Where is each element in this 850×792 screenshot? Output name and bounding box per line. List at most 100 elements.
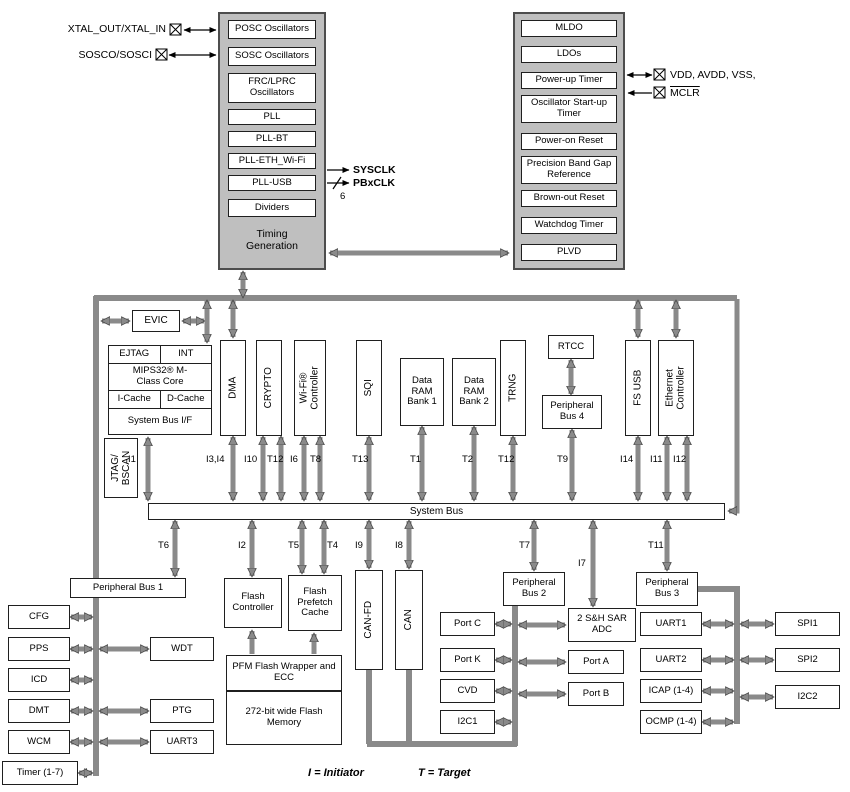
box-uart1: UART1 [640,612,702,636]
mips-core-label: MIPS32® M-Class Core [132,364,188,387]
module-pll-usb: PLL-USB [228,175,316,191]
sosc-pin-label: SOSCO/SOSCI [78,49,152,61]
box-system-bus-if: System Bus I/F [127,414,193,426]
module-pll: PLL [228,109,316,125]
box-port-k: Port K [440,648,495,672]
box-crypto: CRYPTO [256,340,282,436]
tag-i2: I2 [238,540,246,551]
xtal-pin-label: XTAL_OUT/XTAL_IN [67,23,166,35]
box-flash-controller: Flash Controller [224,578,282,628]
legend-initiator: I = Initiator [308,767,364,779]
box-flash-memory: 272-bit wide Flash Memory [226,691,342,745]
box-dcache: D-Cache [167,392,205,404]
mips-core-block: EJTAG INT MIPS32® M-Class Core I-Cache D… [108,345,212,435]
box-trng: TRNG [500,340,526,436]
box-wifi-controller: Wi-Fi® Controller [294,340,326,436]
box-cvd: CVD [440,679,495,703]
module-ldos: LDOs [521,46,617,63]
box-timer-1-7: Timer (1-7) [2,761,78,785]
tag-t6: T6 [158,540,170,551]
pbxclk-label: PBxCLK [353,177,396,189]
box-icd: ICD [8,668,70,692]
tag-i6: I6 [290,454,298,465]
box-ptg: PTG [150,699,214,723]
module-osc-startup-timer: Oscillator Start-up Timer [521,95,617,123]
tag-i9: I9 [355,540,363,551]
box-wdt: WDT [150,637,214,661]
box-uart2: UART2 [640,648,702,672]
box-pfm-flash-wrapper: PFM Flash Wrapper and ECC [226,655,342,691]
box-sqi: SQI [356,340,382,436]
box-dmt: DMT [8,699,70,723]
box-ocmp: OCMP (1-4) [640,710,702,734]
xtal-pin-icon [169,23,182,36]
box-can: CAN [395,570,423,670]
box-spi1: SPI1 [775,612,840,636]
module-dividers: Dividers [228,199,316,217]
module-mldo: MLDO [521,20,617,37]
tag-t7: T7 [519,540,531,551]
mclr-pin-icon [653,86,666,99]
tag-t12-trng: T12 [498,454,515,465]
module-bandgap-reference: Precision Band Gap Reference [521,156,617,184]
tag-t5: T5 [288,540,300,551]
box-peripheral-bus2: Peripheral Bus 2 [503,572,565,606]
box-cfg: CFG [8,605,70,629]
box-ethernet-controller: Ethernet Controller [658,340,694,436]
box-evic: EVIC [132,310,180,332]
module-frc-lprc: FRC/LPRC Oscillators [228,73,316,103]
module-watchdog-timer: Watchdog Timer [521,217,617,234]
module-posc: POSC Oscillators [228,20,316,39]
tag-i7: I7 [578,558,586,569]
sosc-pin-icon [155,48,168,61]
tag-t2: T2 [462,454,474,465]
tag-i12: I12 [673,454,687,465]
box-wcm: WCM [8,730,70,754]
tag-i8: I8 [395,540,403,551]
box-data-ram-bank2: Data RAM Bank 2 [452,358,496,426]
timing-panel-title: Timing Generation [246,228,298,252]
tag-t1: T1 [410,454,422,465]
tag-t11: T11 [648,540,664,551]
box-fs-usb: FS USB [625,340,651,436]
box-spi2: SPI2 [775,648,840,672]
module-pll-bt: PLL-BT [228,131,316,147]
box-peripheral-bus4: Peripheral Bus 4 [542,395,602,429]
module-power-up-timer: Power-up Timer [521,72,617,89]
tag-t12-crypto: T12 [267,454,284,465]
box-i2c2: I2C2 [775,685,840,709]
box-sar-adc: 2 S&H SAR ADC [568,608,636,642]
system-bus: System Bus [148,503,725,520]
tag-t8: T8 [310,454,322,465]
bus-width-label: 6 [340,191,346,202]
module-brown-out-reset: Brown-out Reset [521,190,617,207]
box-flash-prefetch-cache: Flash Prefetch Cache [288,575,342,631]
box-peripheral-bus3: Peripheral Bus 3 [636,572,698,606]
supply-pin-icon [653,68,666,81]
tag-i14: I14 [620,454,634,465]
mclr-pin-label: MCLR [670,87,700,99]
module-pll-eth-wifi: PLL-ETH_Wi-Fi [228,153,316,169]
module-power-on-reset: Power-on Reset [521,133,617,150]
tag-t9: T9 [557,454,569,465]
box-int: INT [178,348,194,360]
box-pps: PPS [8,637,70,661]
sysclk-label: SYSCLK [353,164,396,176]
module-sosc: SOSC Oscillators [228,47,316,66]
tag-i1: I1 [128,454,136,465]
box-icap: ICAP (1-4) [640,679,702,703]
box-port-b: Port B [568,682,624,706]
box-uart3: UART3 [150,730,214,754]
box-peripheral-bus1: Peripheral Bus 1 [70,578,186,598]
legend-target: T = Target [418,767,471,779]
tag-t13: T13 [352,454,369,465]
tag-i11: I11 [650,454,663,465]
box-port-c: Port C [440,612,495,636]
module-plvd: PLVD [521,244,617,261]
box-ejtag: EJTAG [109,346,161,363]
box-jtag-bscan: JTAG/ BSCAN [104,438,138,498]
box-dma: DMA [220,340,246,436]
tag-i10: I10 [244,454,258,465]
box-rtcc: RTCC [548,335,594,359]
